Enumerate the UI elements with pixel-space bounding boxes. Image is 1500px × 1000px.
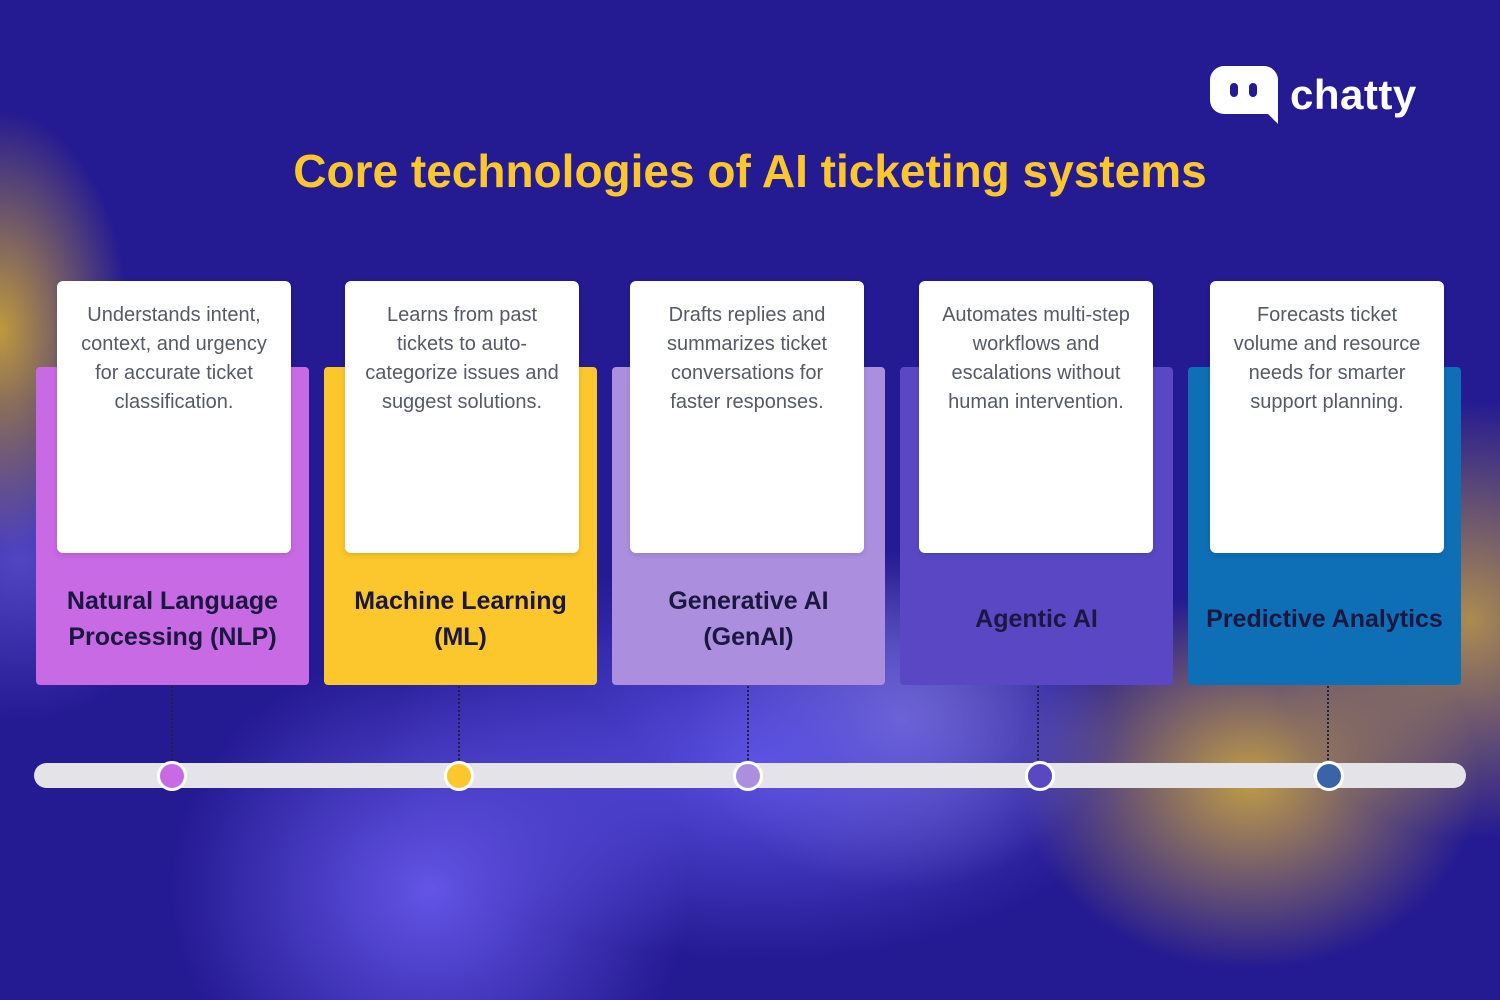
tech-label-ml: Machine Learning (ML): [354, 587, 567, 651]
timeline-dot-nlp: [157, 761, 187, 791]
tech-label-genai: Generative AI (GenAI): [668, 587, 829, 651]
tech-label-predictive: Predictive Analytics: [1206, 605, 1443, 633]
timeline-connector: [171, 686, 173, 764]
tech-description-card-agentic: Automates multi-step workflows and escal…: [919, 281, 1153, 553]
timeline-connector: [747, 686, 749, 764]
brand-name: chatty: [1290, 71, 1417, 118]
timeline-dot-predictive: [1314, 761, 1344, 791]
chat-bubble-icon: [1210, 66, 1278, 124]
tech-description-card-nlp: Understands intent, context, and urgency…: [57, 281, 291, 553]
timeline-connector: [458, 686, 460, 764]
tech-description-card-ml: Learns from past tickets to auto-categor…: [345, 281, 579, 553]
timeline-connector: [1327, 686, 1329, 764]
timeline-dot-agentic: [1025, 761, 1055, 791]
brand-logo: chatty: [1210, 66, 1417, 124]
timeline-dot-genai: [733, 761, 763, 791]
timeline-connector: [1037, 686, 1039, 764]
tech-label-agentic: Agentic AI: [975, 605, 1098, 633]
tech-description-card-genai: Drafts replies and summarizes ticket con…: [630, 281, 864, 553]
timeline-dot-ml: [444, 761, 474, 791]
page-title: Core technologies of AI ticketing system…: [293, 145, 1207, 197]
tech-description-card-predictive: Forecasts ticket volume and resource nee…: [1210, 281, 1444, 553]
tech-label-nlp: Natural Language Processing (NLP): [66, 587, 279, 651]
